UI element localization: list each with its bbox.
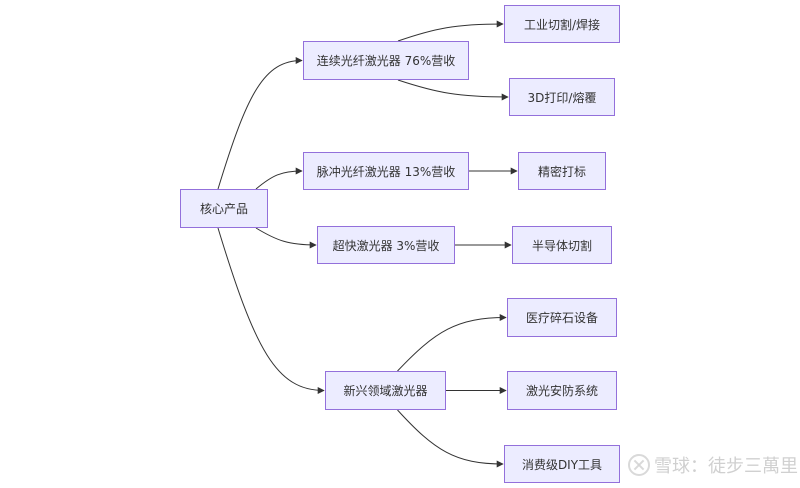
edge-core-to-ultra — [255, 227, 317, 249]
edge-core-to-pulse — [255, 167, 303, 190]
node-industrial-cutting-welding: 工业切割/焊接 — [504, 5, 620, 43]
node-pulse-fiber-laser: 脉冲光纤激光器 13%营收 — [303, 152, 469, 190]
node-label: 精密打标 — [537, 164, 586, 179]
node-label: 消费级DIY工具 — [521, 457, 603, 472]
node-label: 医疗碎石设备 — [525, 311, 598, 325]
node-label: 新兴领域激光器 — [343, 384, 428, 398]
edge-new-to-new3 — [397, 409, 504, 468]
edge-core-to-new — [217, 227, 325, 394]
node-label: 半导体切割 — [531, 238, 592, 253]
node-core-products: 核心产品 — [180, 189, 268, 228]
node-label: 核心产品 — [199, 202, 248, 216]
node-label: 3D打印/熔覆 — [527, 90, 597, 105]
node-label: 脉冲光纤激光器 13%营收 — [316, 164, 456, 179]
node-ultrafast-laser: 超快激光器 3%营收 — [317, 226, 455, 264]
node-laser-security: 激光安防系统 — [507, 371, 617, 410]
node-cw-fiber-laser: 连续光纤激光器 76%营收 — [303, 41, 469, 80]
node-3d-printing-cladding: 3D打印/熔覆 — [509, 78, 615, 116]
node-emerging-lasers: 新兴领域激光器 — [325, 371, 446, 410]
watermark: 雪球：徒步三萬里 — [628, 452, 798, 478]
watermark-text: 雪球：徒步三萬里 — [654, 456, 798, 477]
node-label: 激光安防系统 — [525, 384, 598, 398]
edge-cw-to-cw1 — [397, 20, 504, 42]
edge-cw-to-cw2 — [397, 79, 509, 101]
node-medical-lithotripsy: 医疗碎石设备 — [507, 298, 617, 337]
edge-core-to-cw — [217, 57, 303, 190]
node-consumer-diy-tools: 消费级DIY工具 — [504, 445, 620, 483]
node-label: 工业切割/焊接 — [523, 17, 601, 32]
edge-new-to-new1 — [397, 314, 507, 372]
node-label: 超快激光器 3%营收 — [332, 238, 440, 253]
node-semiconductor-cutting: 半导体切割 — [512, 226, 612, 264]
node-label: 连续光纤激光器 76%营收 — [316, 54, 456, 68]
node-precision-marking: 精密打标 — [518, 152, 606, 190]
snowball-logo-icon — [628, 454, 650, 476]
